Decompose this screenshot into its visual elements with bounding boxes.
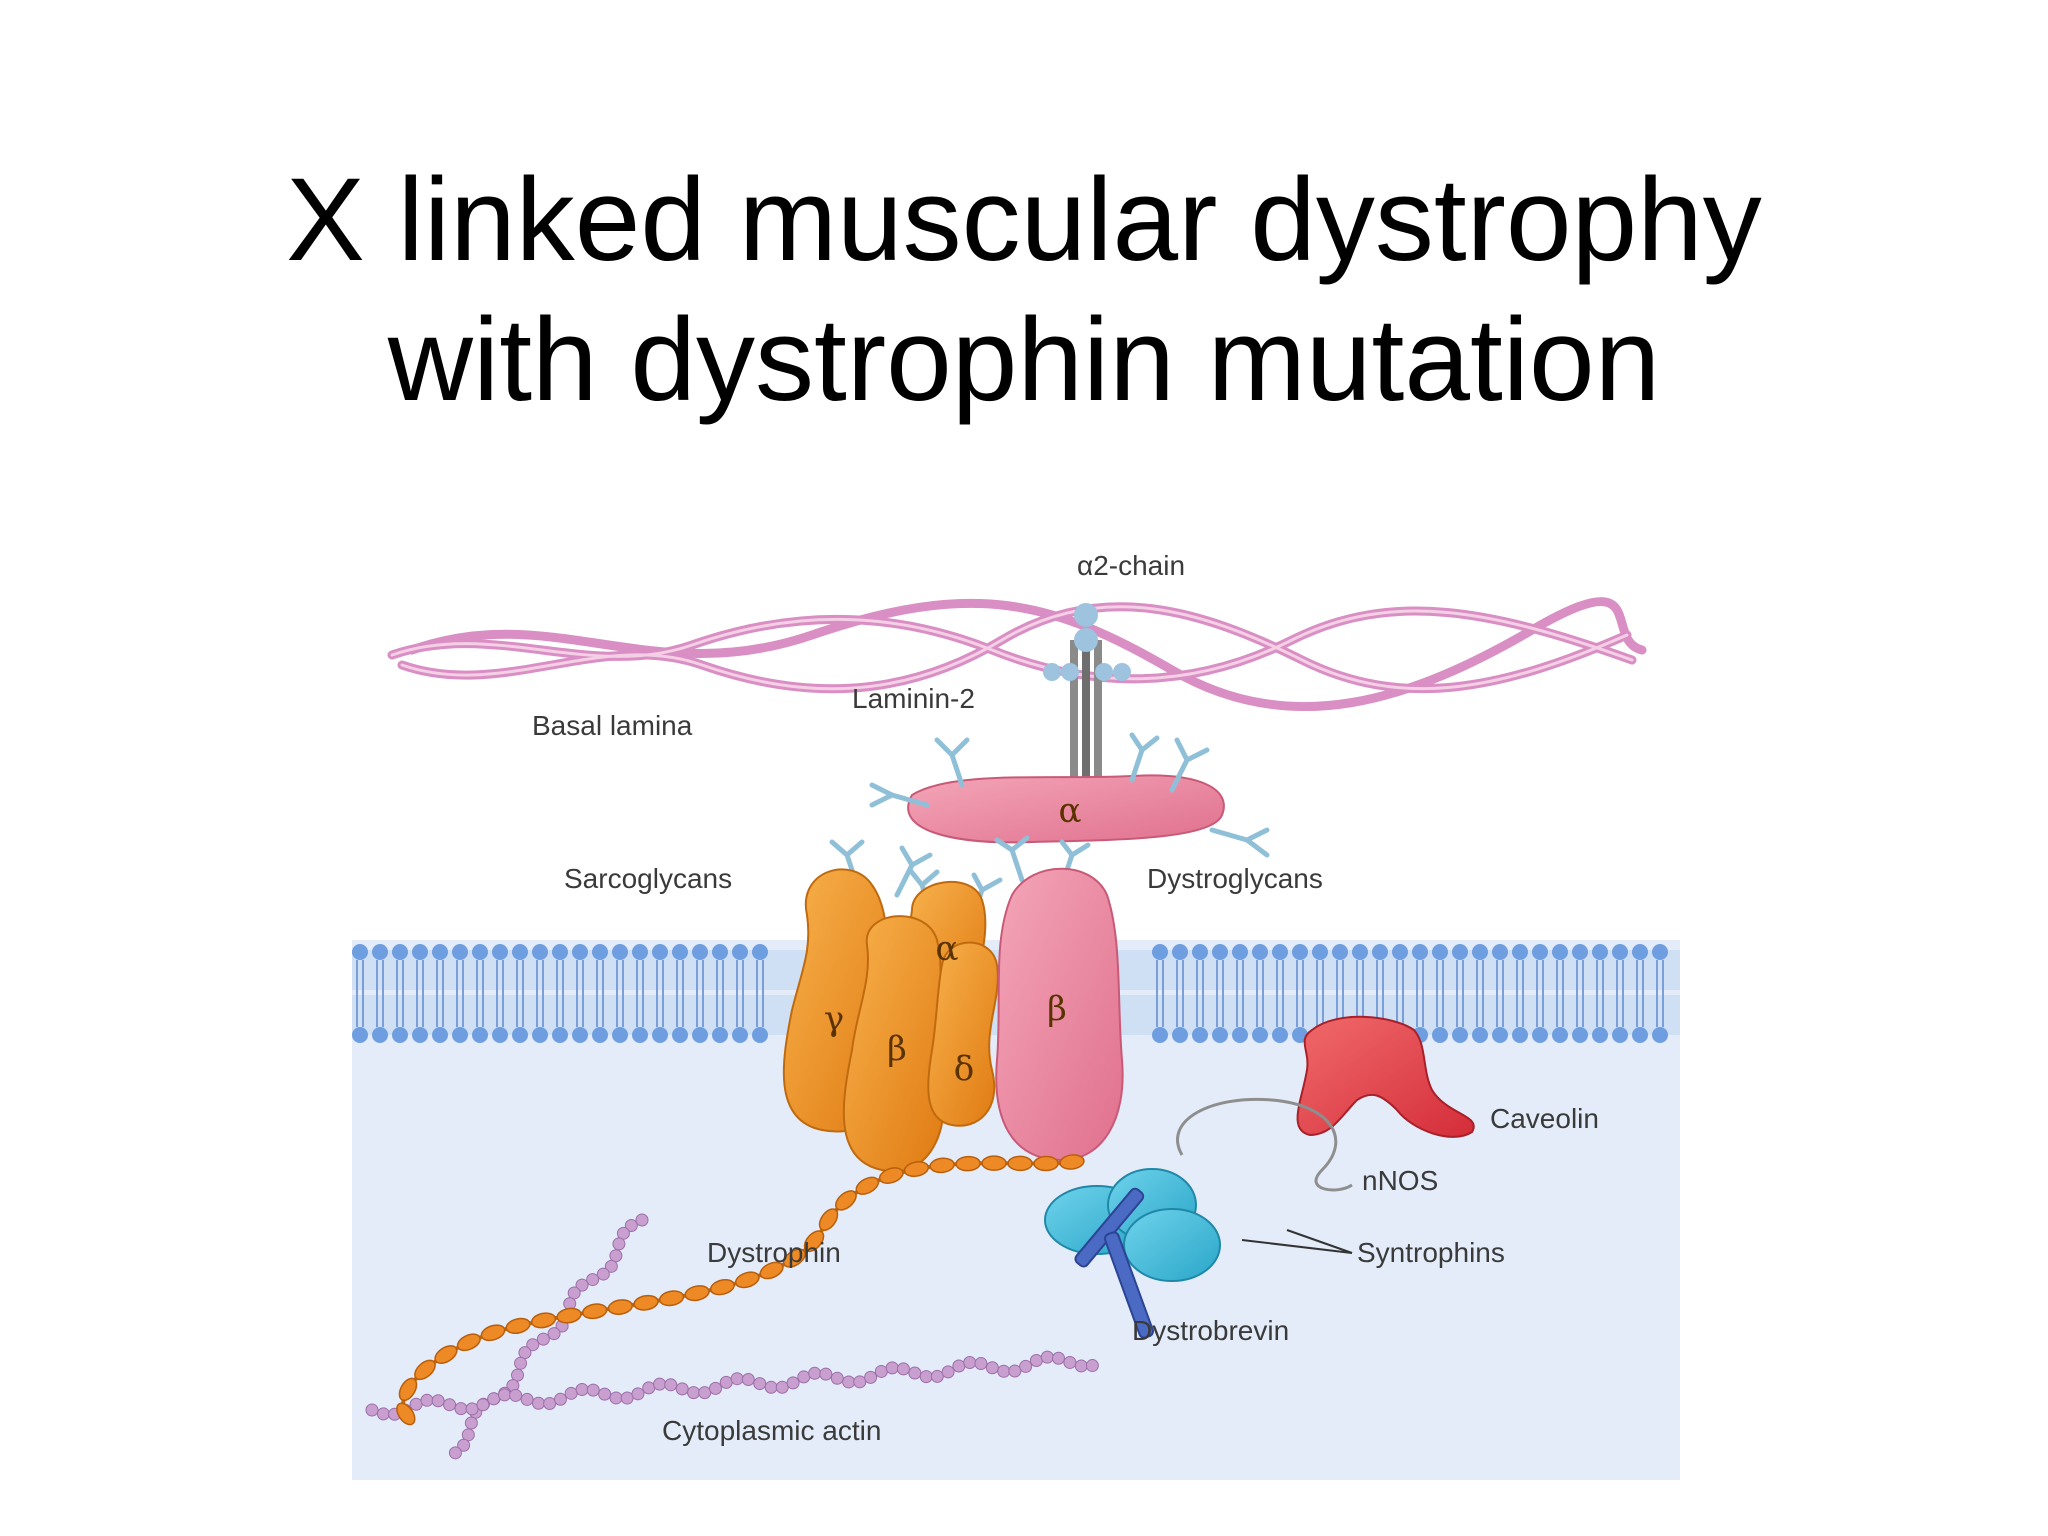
beta-dystroglycan bbox=[995, 867, 1124, 1162]
nnos-label: nNOS bbox=[1362, 1165, 1438, 1196]
cytoplasmic-actin-label: Cytoplasmic actin bbox=[662, 1415, 881, 1446]
delta-sarcoglycan bbox=[927, 941, 999, 1127]
laminin-2-label: Laminin-2 bbox=[852, 683, 975, 714]
syntrophins bbox=[1044, 1168, 1221, 1282]
cytoplasmic-actin bbox=[365, 1213, 1099, 1460]
dystrobrevin-label: Dystrobrevin bbox=[1132, 1315, 1289, 1346]
dystrobrevin bbox=[1074, 1187, 1154, 1339]
dystrophin bbox=[396, 1154, 1085, 1426]
beta-sarcoglycan bbox=[842, 915, 945, 1173]
slide-title: X linked muscular dystrophy with dystrop… bbox=[0, 150, 2048, 430]
title-line-1: X linked muscular dystrophy bbox=[286, 154, 1762, 286]
basal-lamina-label: Basal lamina bbox=[532, 710, 693, 741]
dystrophin-complex-diagram: α β γ β α δ α2-chain Laminin-2 Basal lam… bbox=[352, 550, 1680, 1480]
alpha-dystroglycan bbox=[907, 774, 1225, 844]
dystrophin-label: Dystrophin bbox=[707, 1237, 841, 1268]
caveolin-label: Caveolin bbox=[1490, 1103, 1599, 1134]
syntrophins-label: Syntrophins bbox=[1357, 1237, 1505, 1268]
alpha-sarcoglycan-label: α bbox=[936, 929, 959, 969]
sarcoglycans-label: Sarcoglycans bbox=[564, 863, 732, 894]
alpha2-chain-label: α2-chain bbox=[1077, 550, 1185, 581]
laminin-2-stalk bbox=[1043, 603, 1131, 790]
beta-sarcoglycan-label: β bbox=[887, 1029, 907, 1069]
nnos-loop bbox=[1176, 1097, 1353, 1192]
alpha-dystroglycan-label: α bbox=[1059, 791, 1082, 831]
sarcoglycan-complex bbox=[782, 868, 999, 1173]
delta-sarcoglycan-label: δ bbox=[954, 1049, 974, 1089]
gamma-sarcoglycan-label: γ bbox=[824, 999, 844, 1039]
beta-dystroglycan-label: β bbox=[1047, 989, 1067, 1029]
basal-lamina-strands-highlight bbox=[390, 605, 1634, 691]
leader-lines bbox=[1241, 1229, 1353, 1254]
title-line-2: with dystrophin mutation bbox=[387, 294, 1661, 426]
glycan-chains bbox=[829, 732, 1270, 923]
dystroglycans-label: Dystroglycans bbox=[1147, 863, 1323, 894]
